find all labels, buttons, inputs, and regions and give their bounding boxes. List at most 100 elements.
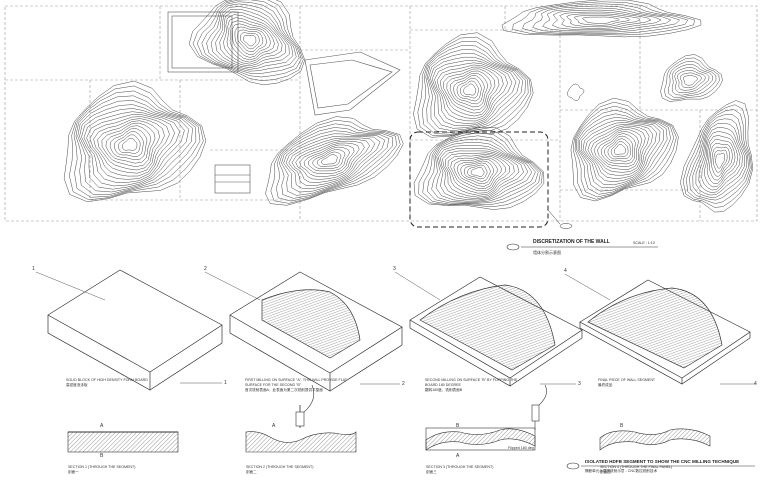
panel-grid	[4, 5, 758, 222]
contour-ring	[698, 127, 743, 193]
contour-ring	[715, 152, 725, 169]
section-4	[599, 428, 711, 451]
contour-ring	[582, 122, 657, 183]
contour-ring	[426, 135, 539, 204]
contour-ring	[574, 15, 630, 26]
contour-ring	[443, 68, 496, 114]
plan-title: DISCRETIZATION OF THE WALL	[533, 239, 610, 245]
contour-ring	[265, 116, 404, 206]
section-1	[67, 431, 179, 453]
contour-ring	[552, 9, 662, 30]
contour-ring	[312, 149, 346, 169]
section-3-mark-a: A	[456, 453, 460, 459]
contour-ring	[215, 9, 290, 68]
contour-ring	[593, 129, 643, 170]
contour-ring	[431, 59, 513, 124]
footer-subtitle: 隔断单元示意图铣削示意 - CNC数控铣削技术	[585, 469, 658, 473]
contour-ring	[582, 16, 620, 24]
contour-ring	[422, 132, 541, 205]
contour-ring	[83, 111, 180, 183]
contour-ring	[604, 135, 633, 162]
contour-ring	[706, 139, 736, 184]
contour-ring	[118, 134, 141, 154]
contour-ring	[81, 108, 185, 187]
contour-ring	[456, 158, 498, 187]
contour-ring	[470, 166, 485, 177]
step-4-number: 4	[564, 268, 567, 274]
contour-ring	[713, 149, 728, 173]
contour-ring	[587, 125, 650, 176]
contour-ring	[695, 122, 745, 196]
contour-ring	[270, 119, 401, 204]
footer-title: ISOLATED HDFB SEGMENT TO SHOW THE CNC MI…	[585, 459, 740, 464]
contour-ring	[680, 100, 754, 213]
contour-ring	[86, 114, 175, 180]
contour-ring	[434, 62, 508, 122]
contour-ring	[276, 123, 397, 202]
contour-ring	[576, 109, 671, 195]
contour-ring	[570, 97, 679, 202]
contour-ring	[316, 151, 342, 167]
contour-ring	[579, 116, 664, 189]
contour-ring	[671, 64, 713, 96]
contour-ring	[456, 77, 482, 102]
contour-ring	[97, 120, 160, 171]
contour-ring	[709, 143, 733, 181]
contour-ring	[63, 80, 207, 203]
contour-ring	[607, 138, 631, 160]
contour-ring	[422, 41, 529, 135]
segment-highlight	[409, 131, 549, 228]
contour-ring	[93, 118, 165, 174]
contour-ring	[704, 135, 739, 188]
contour-ring	[590, 127, 646, 173]
contour-ring	[299, 142, 360, 177]
contour-ring	[223, 14, 283, 65]
contour-ring	[584, 123, 654, 179]
iso-block-3	[409, 276, 583, 387]
contour-ring	[288, 137, 376, 186]
contour-ring	[463, 83, 477, 96]
contour-ring	[580, 120, 661, 186]
plan-subtitle: 墙体分割示意图	[533, 250, 561, 255]
step-1-number: 1	[32, 266, 35, 272]
contour-ring	[711, 146, 730, 177]
contour-ring	[206, 3, 297, 72]
contour-ring	[303, 144, 355, 174]
contour-ring	[542, 7, 671, 32]
section-3-cn: 剖面三	[426, 470, 437, 474]
contour-ring	[438, 145, 529, 201]
contour-ring	[668, 61, 717, 98]
contour-ring	[446, 70, 492, 111]
contour-ring	[436, 64, 504, 119]
contour-ring	[291, 139, 370, 183]
contour-ring	[321, 154, 338, 165]
section-1-cn: 剖面一	[68, 470, 79, 474]
step-3-number-right: 3	[578, 381, 581, 387]
contour-ring	[243, 35, 257, 47]
contour-ring	[281, 130, 390, 196]
contour-ring	[676, 70, 706, 91]
contour-ring	[75, 95, 197, 195]
contour-ring	[447, 154, 510, 194]
contour-ring	[613, 144, 626, 155]
section-1-mark-b: B	[100, 453, 104, 459]
iso-block-1	[47, 269, 223, 391]
contour-ring	[295, 140, 365, 180]
contour-ring	[418, 129, 543, 208]
contour-ring	[425, 45, 526, 133]
contour-ring	[413, 32, 534, 138]
contour-ring	[229, 20, 275, 61]
contour-ring	[431, 138, 536, 203]
contour-ring	[453, 157, 502, 189]
contour-ring	[196, 0, 302, 78]
panel-boxes	[167, 11, 401, 194]
step-2-number-right: 2	[402, 381, 405, 387]
contour-ring	[413, 126, 545, 210]
contour-ring	[610, 141, 629, 158]
contour-ring	[73, 90, 201, 198]
contour-ring	[559, 11, 651, 29]
step-1-text: SOLID BLOCK OF HIGH DENSITY FORM BOARD 高…	[66, 378, 148, 387]
contour-ring	[285, 135, 381, 190]
contour-ring	[674, 67, 710, 94]
